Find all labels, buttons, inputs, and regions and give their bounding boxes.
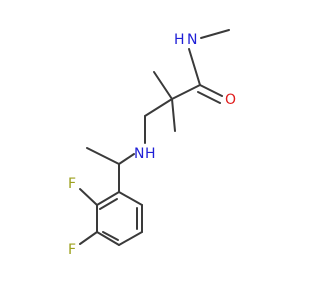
ring-bond-4 <box>118 231 143 246</box>
ring-bond-3-inner <box>102 231 119 241</box>
bond-quat-ch2 <box>144 98 173 117</box>
bond-ch-methyl <box>86 147 120 165</box>
bond-nmethyl <box>200 29 230 39</box>
bond-quat-methyl-up <box>153 71 173 100</box>
ring-bond-1 <box>96 191 120 206</box>
bond-carbonyl-double-1 <box>199 84 223 97</box>
amide-n-label: N <box>187 32 197 48</box>
amine-n-label: N <box>134 146 144 162</box>
carbonyl-o-label: O <box>225 92 236 108</box>
bond-c3-f <box>79 231 98 245</box>
amine-h-label: H <box>145 146 156 162</box>
structure-canvas: H N O N H F F <box>68 29 237 258</box>
ring-bond-3 <box>96 231 120 246</box>
amide-h-label: H <box>174 32 185 48</box>
ring-bond-6 <box>118 191 143 206</box>
bond-c2-f <box>79 188 98 206</box>
bond-n-carbonyl <box>188 48 201 86</box>
bond-carbonyl-quat <box>171 84 201 100</box>
fluorine-3-label: F <box>68 242 76 258</box>
bond-quat-methyl-down <box>171 98 176 132</box>
bond-n-ch <box>118 153 135 165</box>
fluorine-2-label: F <box>68 176 76 192</box>
bond-carbonyl-double-2 <box>197 91 221 104</box>
ring-bond-1-inner <box>99 198 118 210</box>
molecule-diagram: H N O N H F F <box>68 29 236 258</box>
